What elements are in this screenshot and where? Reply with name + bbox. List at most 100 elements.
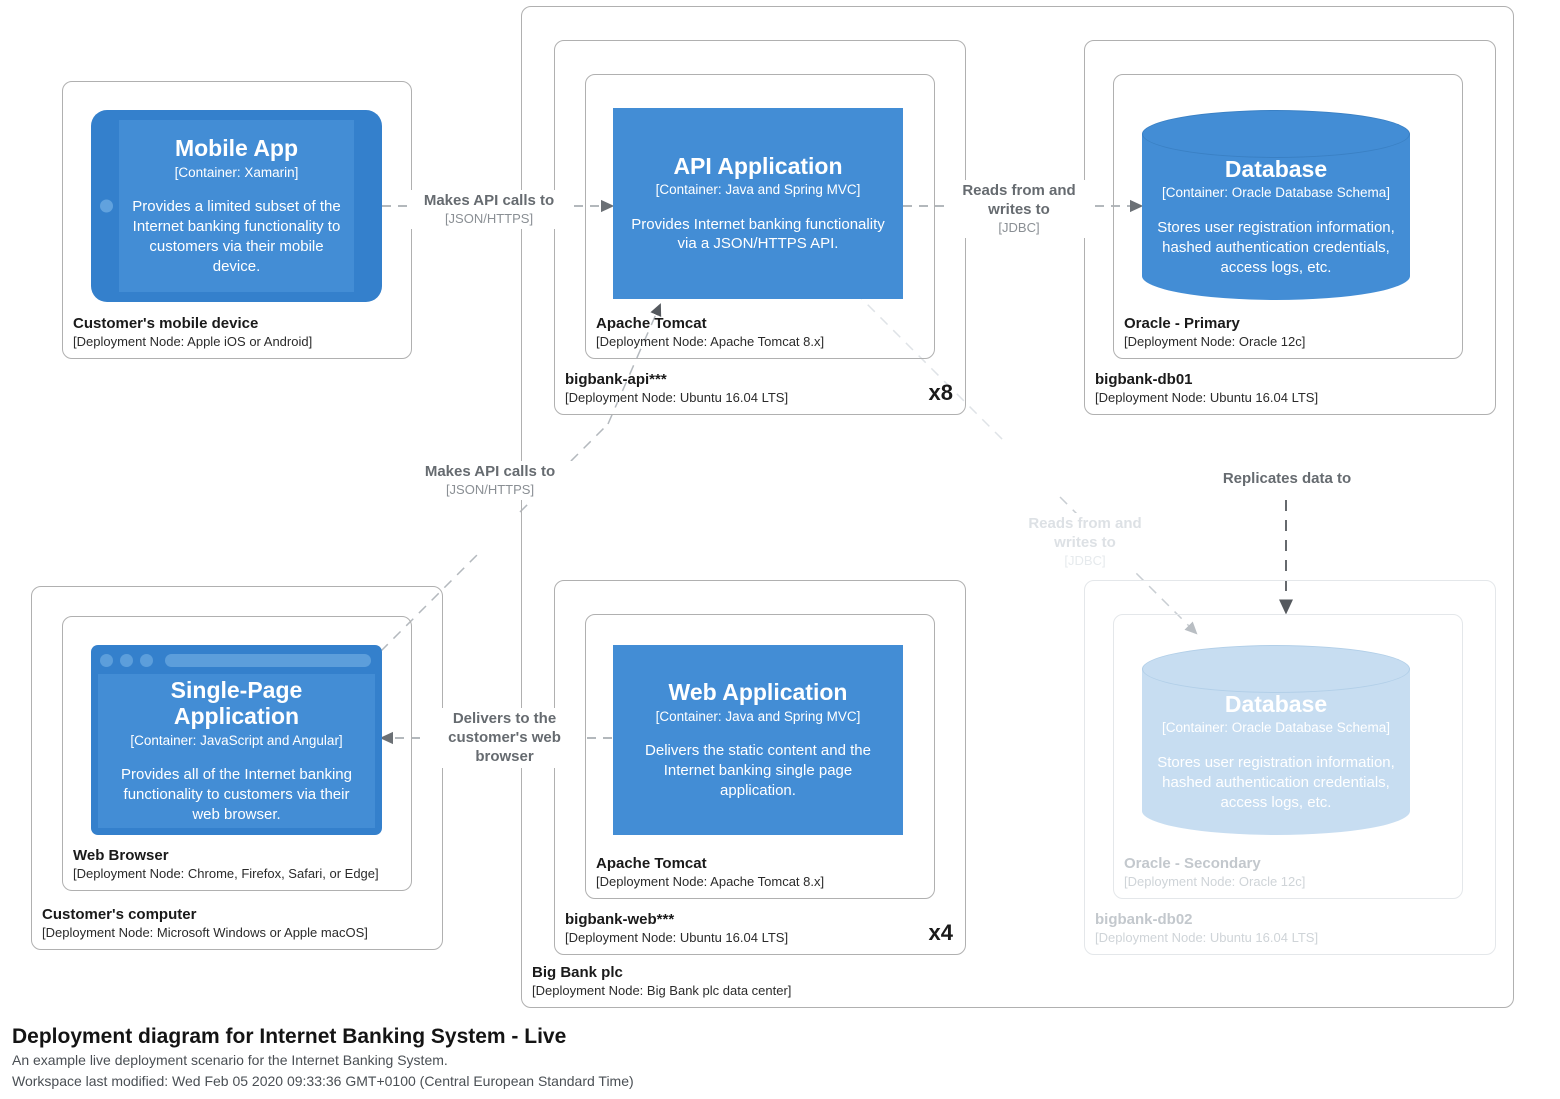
mobile-app-name: Mobile App — [174, 135, 299, 162]
node-tomcat-api-name: Apache Tomcat — [596, 315, 707, 332]
spa-name: Single-Page Application — [170, 676, 303, 730]
diagram-title: Deployment diagram for Internet Banking … — [12, 1025, 567, 1049]
container-web-application[interactable]: Web Application [Container: Java and Spr… — [613, 645, 903, 835]
node-bigbank-db01-name: bigbank-db01 — [1095, 371, 1193, 388]
database-primary-tech: [Container: Oracle Database Schema] — [1161, 185, 1391, 201]
node-bigbank-api-instances: x8 — [928, 380, 953, 405]
node-customers-computer-label: Customer's computer [Deployment Node: Mi… — [42, 906, 368, 941]
node-web-browser[interactable]: Web Browser [Deployment Node: Chrome, Fi… — [62, 616, 412, 891]
node-bigbank-api-tech: [Deployment Node: Ubuntu 16.04 LTS] — [565, 389, 789, 405]
diagram-last-modified: Workspace last modified: Wed Feb 05 2020… — [12, 1072, 634, 1089]
node-bigbank-api-label: bigbank-api*** [Deployment Node: Ubuntu … — [565, 371, 788, 406]
node-bigbank-db01[interactable]: bigbank-db01 [Deployment Node: Ubuntu 16… — [1084, 40, 1496, 415]
node-bigbank-api-name: bigbank-api*** — [565, 371, 667, 388]
web-application-tech: [Container: Java and Spring MVC] — [655, 708, 861, 724]
home-button-icon — [100, 199, 113, 213]
node-web-browser-label: Web Browser [Deployment Node: Chrome, Fi… — [73, 847, 379, 882]
node-bigbank-web-name: bigbank-web*** — [565, 911, 675, 928]
container-single-page-application[interactable]: Single-Page Application [Container: Java… — [98, 674, 375, 828]
browser-dot-icon — [140, 654, 153, 667]
container-mobile-app[interactable]: Mobile App [Container: Xamarin] Provides… — [119, 120, 354, 292]
node-bigbank-db01-tech: [Deployment Node: Ubuntu 16.04 LTS] — [1095, 389, 1319, 405]
container-database-primary[interactable]: Database [Container: Oracle Database Sch… — [1142, 110, 1410, 300]
node-mobile-device-label: Customer's mobile device [Deployment Nod… — [73, 315, 312, 350]
database-primary-cylinder-body — [1142, 134, 1410, 300]
browser-dot-icon — [120, 654, 133, 667]
rel-mobile-to-api-description: Makes API calls to — [423, 192, 555, 209]
node-bigbank-web-tech: [Deployment Node: Ubuntu 16.04 LTS] — [565, 929, 789, 945]
relationship-label-api-to-db: Reads from and writes to [JDBC] — [946, 180, 1092, 238]
node-oracle-primary-label: Oracle - Primary [Deployment Node: Oracl… — [1124, 315, 1305, 350]
node-apache-tomcat-web[interactable]: Apache Tomcat [Deployment Node: Apache T… — [585, 614, 935, 899]
node-bigbank-db02-label: bigbank-db02 [Deployment Node: Ubuntu 16… — [1095, 911, 1318, 946]
mobile-device-frame: Mobile App [Container: Xamarin] Provides… — [91, 110, 382, 302]
database-secondary-text: Database [Container: Oracle Database Sch… — [1142, 691, 1410, 813]
node-big-bank-plc-label: Big Bank plc [Deployment Node: Big Bank … — [532, 964, 791, 999]
browser-window-frame: Single-Page Application [Container: Java… — [91, 645, 382, 835]
api-application-description: Provides Internet banking functionality … — [631, 215, 885, 253]
node-bigbank-db01-label: bigbank-db01 [Deployment Node: Ubuntu 16… — [1095, 371, 1318, 406]
rel-mobile-to-api-technology: [JSON/HTTPS] — [444, 210, 534, 226]
rel-spa-to-api-description: Makes API calls to — [424, 463, 556, 480]
node-big-bank-plc-tech: [Deployment Node: Big Bank plc data cent… — [532, 982, 792, 998]
browser-address-bar[interactable] — [165, 654, 371, 667]
database-secondary-name: Database — [1224, 691, 1328, 717]
node-mobile-device-name: Customer's mobile device — [73, 315, 259, 332]
web-application-name: Web Application — [668, 679, 848, 706]
node-tomcat-api-label: Apache Tomcat [Deployment Node: Apache T… — [596, 315, 824, 350]
relationship-label-web-to-spa: Delivers to the customer's web browser — [427, 708, 582, 769]
node-tomcat-web-label: Apache Tomcat [Deployment Node: Apache T… — [596, 855, 824, 890]
node-web-browser-tech: [Deployment Node: Chrome, Firefox, Safar… — [73, 865, 379, 881]
database-primary-cylinder-top — [1142, 110, 1410, 158]
node-big-bank-plc[interactable]: Big Bank plc [Deployment Node: Big Bank … — [521, 6, 1514, 1008]
diagram-footer: Deployment diagram for Internet Banking … — [12, 1023, 1012, 1091]
node-tomcat-api-tech: [Deployment Node: Apache Tomcat 8.x] — [596, 333, 825, 349]
database-primary-name: Database — [1224, 156, 1328, 182]
node-oracle-secondary-label: Oracle - Secondary [Deployment Node: Ora… — [1124, 855, 1305, 890]
node-apache-tomcat-api[interactable]: Apache Tomcat [Deployment Node: Apache T… — [585, 74, 935, 359]
node-web-browser-name: Web Browser — [73, 847, 169, 864]
database-primary-text: Database [Container: Oracle Database Sch… — [1142, 156, 1410, 278]
node-oracle-primary-name: Oracle - Primary — [1124, 315, 1240, 332]
node-customers-computer-tech: [Deployment Node: Microsoft Windows or A… — [42, 924, 368, 940]
database-secondary-description: Stores user registration information, ha… — [1157, 753, 1395, 811]
rel-api-to-db-description: Reads from and writes to — [962, 182, 1076, 218]
database-primary-description: Stores user registration information, ha… — [1157, 218, 1395, 276]
rel-api-to-db-secondary-technology: [JDBC] — [1064, 552, 1106, 568]
database-secondary-cylinder-top — [1142, 645, 1410, 693]
node-mobile-device-tech: [Deployment Node: Apple iOS or Android] — [73, 333, 313, 349]
rel-web-to-spa-description: Delivers to the customer's web browser — [448, 710, 561, 765]
spa-description: Provides all of the Internet banking fun… — [121, 766, 352, 824]
rel-api-to-db-technology: [JDBC] — [998, 219, 1040, 235]
node-bigbank-db02[interactable]: bigbank-db02 [Deployment Node: Ubuntu 16… — [1084, 580, 1496, 955]
node-oracle-primary-tech: [Deployment Node: Oracle 12c] — [1124, 333, 1306, 349]
node-bigbank-db02-tech: [Deployment Node: Ubuntu 16.04 LTS] — [1095, 929, 1319, 945]
browser-chrome-bar — [98, 652, 375, 669]
browser-dot-icon — [100, 654, 113, 667]
node-big-bank-plc-name: Big Bank plc — [532, 964, 623, 981]
node-oracle-secondary-name: Oracle - Secondary — [1124, 855, 1261, 872]
api-application-tech: [Container: Java and Spring MVC] — [655, 182, 861, 197]
node-oracle-secondary-tech: [Deployment Node: Oracle 12c] — [1124, 873, 1306, 889]
node-oracle-primary[interactable]: Oracle - Primary [Deployment Node: Oracl… — [1113, 74, 1463, 359]
container-api-application[interactable]: API Application [Container: Java and Spr… — [613, 108, 903, 299]
node-bigbank-web-label: bigbank-web*** [Deployment Node: Ubuntu … — [565, 911, 788, 946]
node-oracle-secondary[interactable]: Oracle - Secondary [Deployment Node: Ora… — [1113, 614, 1463, 899]
rel-db-replication-description: Replicates data to — [1222, 470, 1352, 487]
node-tomcat-web-name: Apache Tomcat — [596, 855, 707, 872]
mobile-app-tech: [Container: Xamarin] — [174, 164, 299, 180]
spa-tech: [Container: JavaScript and Angular] — [130, 732, 343, 748]
database-secondary-tech: [Container: Oracle Database Schema] — [1161, 720, 1391, 736]
database-secondary-cylinder-body — [1142, 669, 1410, 835]
relationship-label-api-to-db-secondary: Reads from and writes to [JDBC] — [1010, 513, 1160, 571]
container-database-secondary[interactable]: Database [Container: Oracle Database Sch… — [1142, 645, 1410, 835]
relationship-label-mobile-to-api: Makes API calls to [JSON/HTTPS] — [409, 190, 569, 229]
node-bigbank-web-instances: x4 — [928, 920, 953, 945]
rel-spa-to-api-technology: [JSON/HTTPS] — [445, 481, 535, 497]
api-application-name: API Application — [673, 152, 843, 179]
relationship-label-db-replication: Replicates data to — [1203, 468, 1371, 491]
web-application-description: Delivers the static content and the Inte… — [645, 742, 871, 799]
rel-api-to-db-secondary-description: Reads from and writes to — [1028, 515, 1142, 551]
mobile-app-description: Provides a limited subset of the Interne… — [132, 198, 341, 275]
